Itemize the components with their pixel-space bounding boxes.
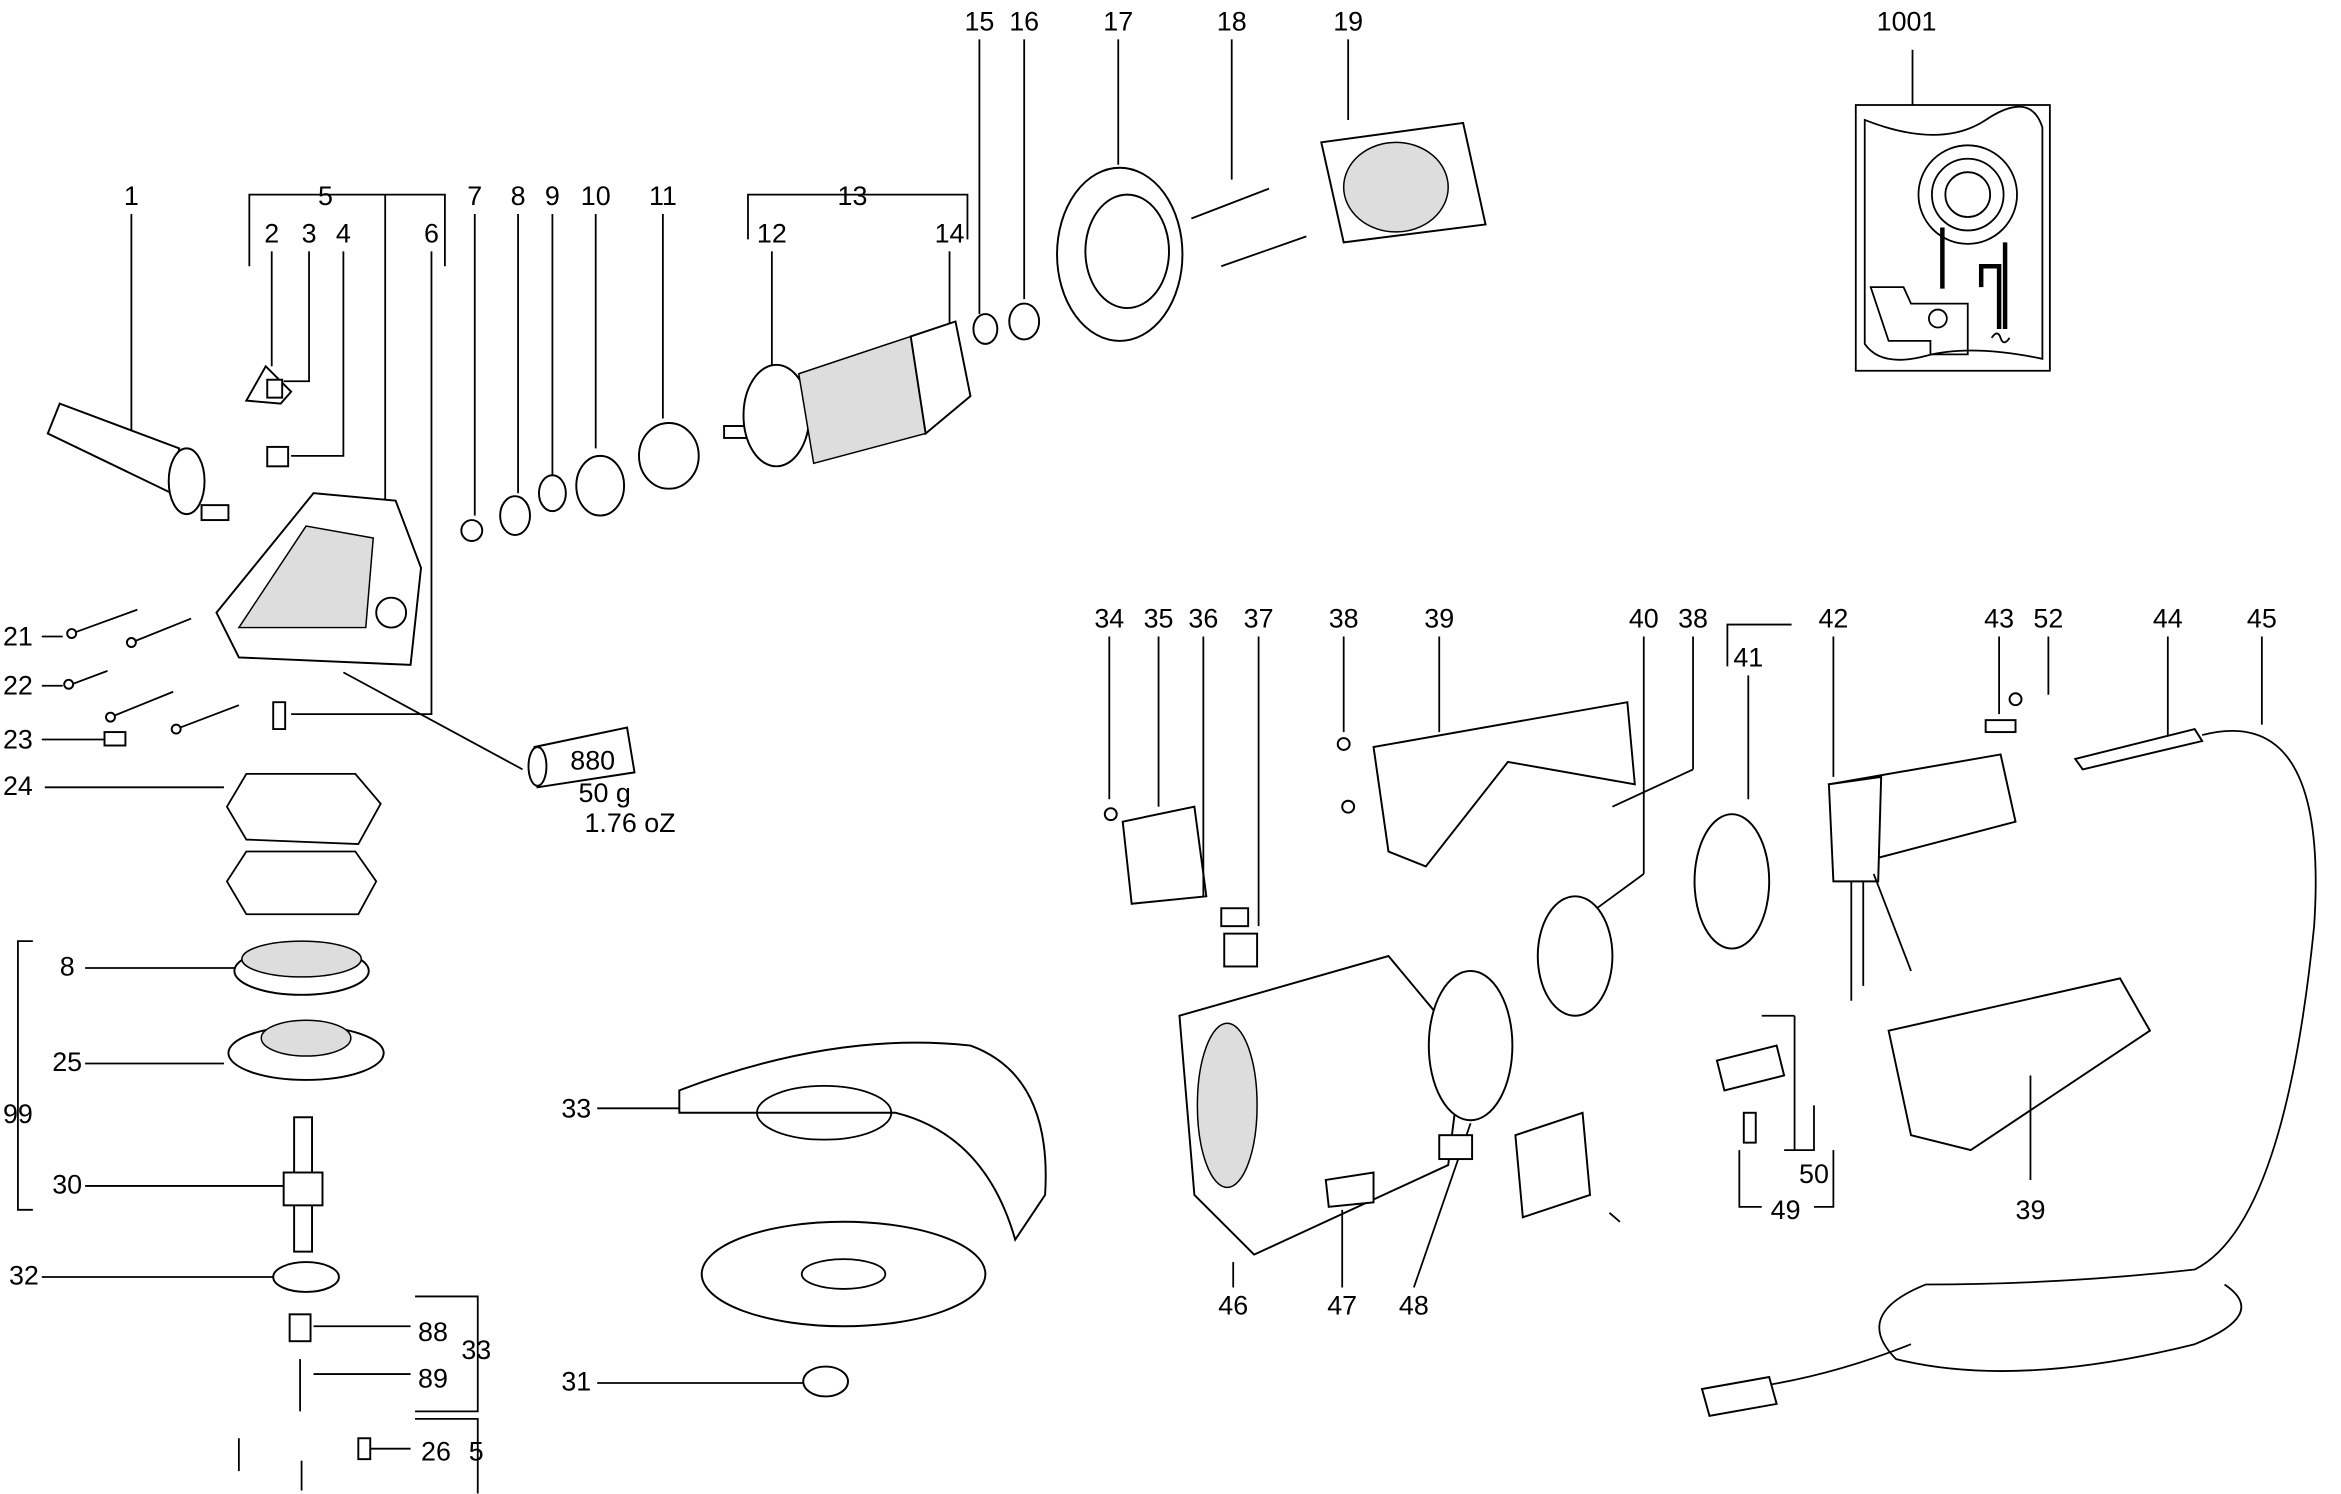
- part-number-label: 48: [1399, 1290, 1429, 1320]
- part-number-label: 47: [1327, 1290, 1357, 1320]
- wiring-diagram-1001: [1854, 49, 2051, 372]
- part-number-label: 16: [1009, 6, 1039, 36]
- switch-assembly-part: [1827, 753, 2017, 1001]
- stator-part: [1320, 121, 1487, 244]
- part-number-label: 36: [1188, 604, 1218, 634]
- part-number-label: 46: [1218, 1290, 1248, 1320]
- part-number-label: 10: [581, 181, 611, 211]
- part-number-label: 14: [935, 218, 965, 248]
- part-number-label: 88: [418, 1317, 448, 1347]
- part-number-label: 5: [469, 1437, 484, 1467]
- handle-housing-upper: [1372, 701, 1636, 868]
- grease-weight-oz: 1.76 oZ: [584, 808, 675, 838]
- side-handle-part: [46, 214, 230, 522]
- part-number-label: 23: [3, 724, 33, 754]
- part-number-label: 31: [561, 1366, 591, 1396]
- part-number-label: 44: [2153, 604, 2183, 634]
- screws-21-23: [41, 608, 240, 747]
- part-number-label: 39: [1424, 604, 1454, 634]
- part-number-label: 19: [1333, 6, 1363, 36]
- part-number-label: 21: [3, 621, 33, 651]
- part-number-label: 8: [511, 181, 526, 211]
- part-number-label: 5: [318, 181, 333, 211]
- part-number-label: 30: [52, 1169, 82, 1199]
- part-number-label: 37: [1244, 604, 1274, 634]
- part-number-label: 13: [838, 181, 868, 211]
- power-cord-part: [1700, 730, 2317, 1417]
- part-number-label: 38: [1678, 604, 1708, 634]
- wheel-guard-part: [678, 1041, 1047, 1242]
- part-number-label: 43: [1984, 604, 2014, 634]
- part-number-label: 11: [649, 181, 677, 211]
- part-number-label: 38: [1329, 604, 1359, 634]
- part-number-label: 9: [545, 181, 560, 211]
- part-number-label: 17: [1103, 6, 1133, 36]
- armature-part: [723, 320, 972, 468]
- part-number-label: 4: [336, 218, 351, 248]
- gear-housing-part: [215, 492, 423, 666]
- part-number-label: 32: [9, 1260, 39, 1290]
- wiring-diagram-number: 1001: [1877, 6, 1937, 36]
- part-number-label: 1: [124, 181, 139, 211]
- part-number-label: 39: [2016, 1195, 2046, 1225]
- part-number-label: 33: [561, 1093, 591, 1123]
- part-number-label: 41: [1733, 642, 1763, 672]
- part-number-label: 7: [467, 181, 482, 211]
- grease-tube-880: [527, 726, 636, 789]
- part-number-label: 22: [3, 671, 33, 701]
- part-number-label: 89: [418, 1363, 448, 1393]
- motor-housing-part: [1178, 954, 1465, 1256]
- grease-code-label: 880: [570, 745, 615, 775]
- part-number-label: 33: [461, 1335, 491, 1365]
- part-number-label: 40: [1629, 604, 1659, 634]
- part-number-label: 24: [3, 771, 33, 801]
- part-number-label: 15: [964, 6, 994, 36]
- part-number-label: 3: [302, 218, 317, 248]
- part-number-label: 26: [421, 1437, 451, 1467]
- part-number-label: 18: [1217, 6, 1247, 36]
- part-number-label: 49: [1771, 1195, 1801, 1225]
- part-number-label: 52: [2033, 604, 2063, 634]
- part-number-label: 50: [1799, 1159, 1829, 1189]
- part-number-label: 34: [1094, 604, 1124, 634]
- part-number-label: 35: [1144, 604, 1174, 634]
- part-number-label: 42: [1818, 604, 1848, 634]
- part-number-label: 12: [757, 218, 787, 248]
- part-number-label: 99: [3, 1099, 33, 1129]
- part-number-label: 6: [424, 218, 439, 248]
- part-number-label: 45: [2247, 604, 2277, 634]
- part-number-label: 25: [52, 1047, 82, 1077]
- part-number-label: 2: [264, 218, 279, 248]
- grease-weight-g: 50 g: [579, 778, 631, 808]
- part-number-label: 8: [60, 951, 75, 981]
